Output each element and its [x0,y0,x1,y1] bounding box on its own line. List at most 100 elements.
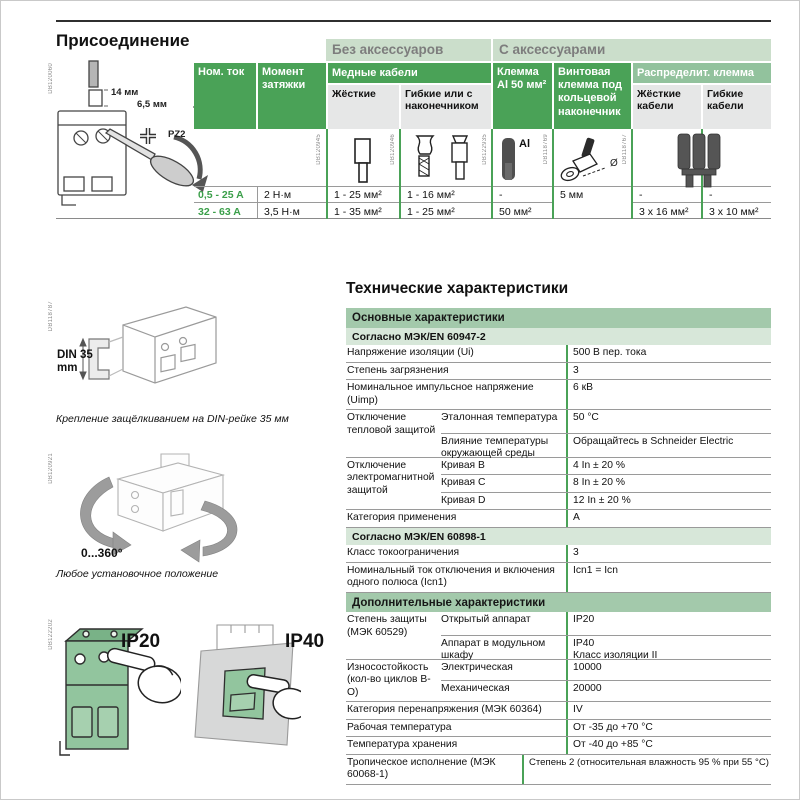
row-value: Обращайтесь в Schneider Electric [566,433,771,457]
column-divider [326,129,328,219]
col-header-torque: Момент затяжки [258,63,326,129]
row-value: Степень 2 (относительная влажность 95 % … [521,754,771,784]
row-value: Icn1 = Icn [566,562,771,592]
col-header-dist-flexible: Гибкие кабели [703,85,771,129]
row-label: Категория перенапряжения (МЭК 60364) [347,704,542,715]
row-label: Категория применения [347,512,457,523]
row-sublabel: Кривая B [441,459,485,471]
row-value: 4 In ± 20 % [566,457,771,474]
row-value: 12 In ± 20 % [566,492,771,509]
figure-code: DB122935 [482,134,488,165]
row-value: От -40 до +85 °C [566,737,771,754]
band-iec-60898: Согласно МЭК/EN 60898-1 [346,527,771,545]
column-divider [552,129,554,219]
cell-torque-1: 2 Н·м [264,189,292,201]
cell-dist-flexible-1: - [709,189,713,201]
table-row: Электрическая 10000 [441,659,771,681]
connection-title: Присоединение [56,31,190,50]
screwdriver-type-label: PZ2 [168,129,186,140]
row-sublabel: Электрическая [441,661,513,673]
ip40-illustration [194,624,301,746]
cell-current-2: 32 - 63 A [198,206,241,218]
table-row: Аппарат в модульном шкафу IP40 Класс изо… [441,635,771,661]
rotation-caption: Любое установочное положение [56,568,219,580]
cell-torque-2: 3,5 Н·м [264,206,300,218]
row-sublabel: Кривая C [441,477,486,488]
row-sublabel: Эталонная температура [441,412,558,423]
din-rail-label: DIN 35 mm [57,349,93,375]
table-row: Влияние температуры окружающей среды Обр… [441,433,771,459]
value-line: Класс изоляции II [573,650,658,662]
ip40-label: IP40 [285,631,325,652]
row-value: От -35 до +70 °C [566,719,771,736]
figure-code: DB118787 [48,301,54,332]
row-sublabel: Механическая [441,682,510,694]
group-subrows: Электрическая 10000 Механическая 20000 [441,659,771,701]
strip-length-label: 14 мм [111,87,139,98]
ip20-illustration [59,628,181,756]
rotation-illustration [80,453,238,563]
din-caption: Крепление защёлкиванием на DIN-рейке 35 … [56,413,289,425]
al-marking-label: Al [519,138,530,150]
row-value: 10000 [566,659,771,680]
row-value: IP20 [566,612,771,635]
row-label: Тропическое исполнение (МЭК 60068-1) [347,756,496,781]
figure-code: DB120921 [48,453,54,484]
table-row: Температура хранения От -40 до +85 °C [346,737,771,755]
row-label: Рабочая температура [347,721,452,733]
diameter-symbol: Ø [610,158,618,169]
row-value: 6 кВ [566,380,771,409]
table-row: Категория перенапряжения (МЭК 60364) IV [346,702,771,720]
row-value: 20000 [566,680,771,701]
col-header-copper: Медные кабели [328,63,491,83]
band-additional-characteristics: Дополнительные характеристики [346,592,771,612]
cell-al-1: - [499,189,503,201]
column-divider [399,129,401,219]
col-header-distribution: Распределит. клемма [633,63,771,83]
table-row: Эталонная температура 50 °C [441,410,771,434]
group-label: Отключение электромагнитной защитой [347,459,435,496]
col-header-screw-terminal: Винтовая клемма под кольцевой наконечник [554,63,631,129]
cell-rigid-2: 1 - 35 мм² [334,206,382,218]
column-divider [491,129,493,219]
row-value: 3 [566,545,771,562]
table-row: Тропическое исполнение (МЭК 60068-1) Сте… [346,754,771,785]
band-main-characteristics: Основные характеристики [346,308,771,328]
band-iec-60947: Согласно МЭК/EN 60947-2 [346,327,771,345]
row-value: IP40 Класс изоляции II [566,635,771,661]
col-header-al-terminal: Клемма Al 50 мм² [493,63,552,129]
table-row: Напряжение изоляции (Ui) 500 В пер. тока [346,345,771,363]
din-rail-illustration [79,306,217,384]
breaker-screwdriver-illustration [57,60,213,206]
table-row: Класс токоограничения 3 [346,545,771,563]
figure-code: DB120946 [390,134,396,165]
screw-width-label: 6,5 мм [137,99,167,110]
row-value: IV [566,702,771,719]
cell-flexible-1: 1 - 16 мм² [407,189,455,201]
flexible-cable-icon [415,135,469,180]
top-rule [56,20,771,22]
table-row: Номинальное импульсное напряжение (Uimp)… [346,380,771,410]
table-row: Категория применения A [346,510,771,528]
cell-al-2: 50 мм² [499,206,532,218]
table-group-durability: Износостойкость (кол-во циклов В-О) Элек… [346,659,771,702]
figure-code: DB122202 [48,619,54,650]
group-with-accessories: С аксессуарами [493,39,771,61]
rigid-cable-icon [354,138,371,183]
cell-dist-rigid-2: 3 x 16 мм² [639,206,689,218]
group-subrows: Открытый аппарат IP20 Аппарат в модульно… [441,612,771,661]
figure-code: DB120945 [316,134,322,165]
cell-flexible-2: 1 - 25 мм² [407,206,455,218]
row-value: 500 В пер. тока [566,345,771,362]
row-value: 8 In ± 20 % [566,475,771,492]
col-header-current: Ном. ток [194,63,256,129]
row-label: Номинальное импульсное напряжение (Uimp) [347,382,534,406]
cell-screw-1: 5 мм [560,189,584,201]
table-row: Открытый аппарат IP20 [441,612,771,636]
table-group-magnetic: Отключение электромагнитной защитой Крив… [346,457,771,510]
row-label: Напряжение изоляции (Ui) [347,347,474,358]
table-row: Кривая B 4 In ± 20 % [441,457,771,475]
row-label: Номинальный ток отключения и включения о… [347,564,555,589]
ring-lug-terminal-icon [560,137,606,182]
